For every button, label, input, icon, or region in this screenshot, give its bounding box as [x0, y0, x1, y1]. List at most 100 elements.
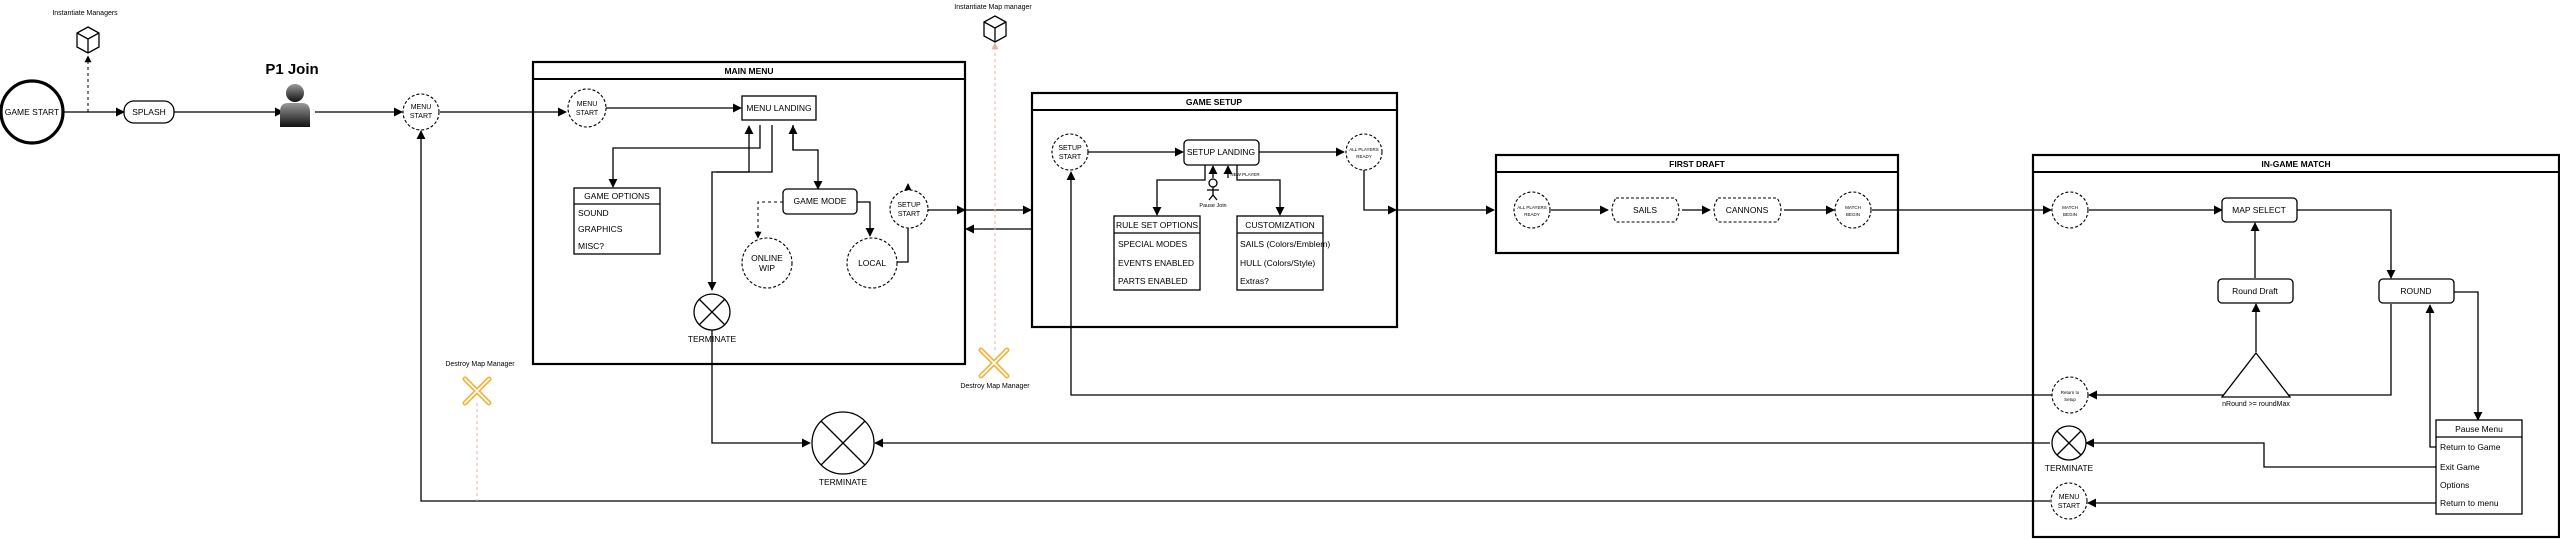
local-label: LOCAL — [858, 258, 886, 268]
setup-start-label: SETUP — [1058, 145, 1082, 152]
pause-menu-title: Pause Menu — [2455, 424, 2503, 434]
customization-title: CUSTOMIZATION — [1245, 220, 1315, 230]
pause-join-icon — [1207, 178, 1219, 201]
menu-start-match-label: MENU — [2059, 494, 2080, 501]
cannons-label: CANNONS — [1726, 205, 1769, 215]
pause-menu-item: Return to Game — [2440, 442, 2501, 452]
match-begin-draft-node — [1834, 191, 1872, 229]
game-start-label: GAME START — [5, 107, 59, 117]
setup-start-main-label-2: START — [898, 211, 921, 218]
terminate-icon — [811, 411, 875, 475]
local-node — [846, 237, 898, 289]
destroy-map-manager-mid-label: Destroy Map Manager — [960, 383, 1030, 390]
splash-node — [123, 100, 175, 124]
splash-label: SPLASH — [132, 107, 166, 117]
terminate-small-label: TERMINATE — [688, 334, 737, 344]
customization-item: SAILS (Colors/Emblem) — [1240, 239, 1330, 249]
setup-start-main-node — [889, 189, 929, 229]
main-menu-title: MAIN MENU — [724, 66, 773, 76]
new-player-label: NEW PLAYER — [1230, 172, 1260, 177]
match-begin-draft-label-2: BEGIN — [1846, 212, 1860, 217]
sails-label: SAILS — [1633, 205, 1657, 215]
instantiate-managers-label: Instantiate Managers — [52, 10, 118, 17]
rule-set-item: SPECIAL MODES — [1118, 239, 1187, 249]
game-options-title: GAME OPTIONS — [584, 191, 650, 201]
game-setup-frame — [1030, 91, 1399, 329]
first-draft-frame — [1494, 153, 1900, 255]
map-select-node — [2221, 197, 2298, 223]
rule-set-item: EVENTS ENABLED — [1118, 258, 1194, 268]
person-icon — [280, 84, 310, 127]
cannons-node — [1713, 197, 1782, 223]
all-players-ready-draft-node — [1513, 191, 1551, 229]
round-draft-node — [2217, 278, 2294, 304]
return-to-setup-label: Return to — [2061, 390, 2080, 395]
all-players-ready-draft-label-2: READY — [1524, 212, 1540, 217]
menu-start-label-2: START — [410, 113, 433, 120]
online-label-2: WIP — [759, 263, 775, 273]
rule-set-item: PARTS ENABLED — [1118, 276, 1188, 286]
instantiate-map-manager-label: Instantiate Map manager — [954, 4, 1032, 11]
menu-start-label: MENU — [411, 104, 432, 111]
game-setup-title: GAME SETUP — [1186, 97, 1243, 107]
connectors — [64, 42, 2483, 508]
p1-join-title: P1 Join — [265, 61, 318, 78]
setup-landing-node — [1183, 139, 1260, 166]
game-mode-node — [782, 188, 858, 215]
cube-icon — [76, 26, 100, 54]
terminate-icon — [693, 293, 731, 331]
map-select-label: MAP SELECT — [2232, 205, 2286, 215]
terminate-match-label: TERMINATE — [2045, 463, 2094, 473]
setup-start-node — [1051, 133, 1089, 171]
customization-item: Extras? — [1240, 276, 1269, 286]
menu-landing-label: MENU LANDING — [746, 103, 811, 113]
round-condition-triangle — [2220, 351, 2292, 398]
destroy-map-manager-left-label: Destroy Map Manager — [445, 361, 515, 368]
game-options-item: GRAPHICS — [578, 224, 623, 234]
setup-start-main-label: SETUP — [897, 202, 921, 209]
round-label: ROUND — [2400, 286, 2431, 296]
main-menu-start-label-2: START — [576, 110, 599, 117]
setup-landing-label: SETUP LANDING — [1187, 147, 1255, 157]
destroy-x-icon — [978, 347, 1010, 379]
rule-set-box — [1113, 215, 1201, 291]
sails-node — [1611, 197, 1680, 223]
game-options-box — [573, 187, 661, 255]
main-menu-start-label: MENU — [577, 101, 598, 108]
all-players-ready-setup-label: ALL PLAYERS — [1349, 147, 1379, 152]
rule-set-title: RULE SET OPTIONS — [1116, 220, 1198, 230]
menu-start-match-label-2: START — [2058, 503, 2081, 510]
main-menu-start-node — [567, 88, 607, 128]
round-node — [2378, 278, 2455, 304]
customization-item: HULL (Colors/Style) — [1240, 258, 1315, 268]
round-condition-label: nRound >= roundMax — [2222, 401, 2290, 408]
online-node — [741, 237, 793, 289]
return-to-setup-node — [2051, 376, 2089, 414]
customization-box — [1236, 215, 1324, 291]
all-players-ready-draft-label: ALL PLAYERS — [1517, 205, 1547, 210]
pause-menu-item: Exit Game — [2440, 462, 2480, 472]
menu-start-match-node — [2050, 482, 2088, 520]
return-to-setup-label-2: Setup — [2064, 397, 2076, 402]
online-label: ONLINE — [751, 253, 783, 263]
pause-menu-item: Options — [2440, 480, 2469, 490]
in-game-match-frame — [2031, 153, 2560, 539]
main-menu-frame — [531, 60, 967, 366]
match-begin-draft-label: MATCH — [1845, 205, 1861, 210]
pause-menu-item: Return to menu — [2440, 498, 2499, 508]
game-mode-label: GAME MODE — [794, 196, 847, 206]
game-options-item: SOUND — [578, 208, 609, 218]
game-start-node — [0, 79, 65, 145]
match-begin-label: MATCH — [2062, 205, 2078, 210]
destroy-x-icon — [462, 376, 492, 406]
terminate-main-label: TERMINATE — [819, 477, 868, 487]
pause-join-label: Pause Join — [1199, 203, 1226, 209]
in-game-match-title: IN-GAME MATCH — [2261, 159, 2330, 169]
setup-start-label-2: START — [1059, 154, 1082, 161]
menu-landing-node — [741, 95, 817, 121]
match-begin-label-2: BEGIN — [2063, 212, 2077, 217]
round-draft-label: Round Draft — [2232, 286, 2278, 296]
menu-start-node — [402, 93, 440, 131]
match-begin-node — [2051, 191, 2089, 229]
